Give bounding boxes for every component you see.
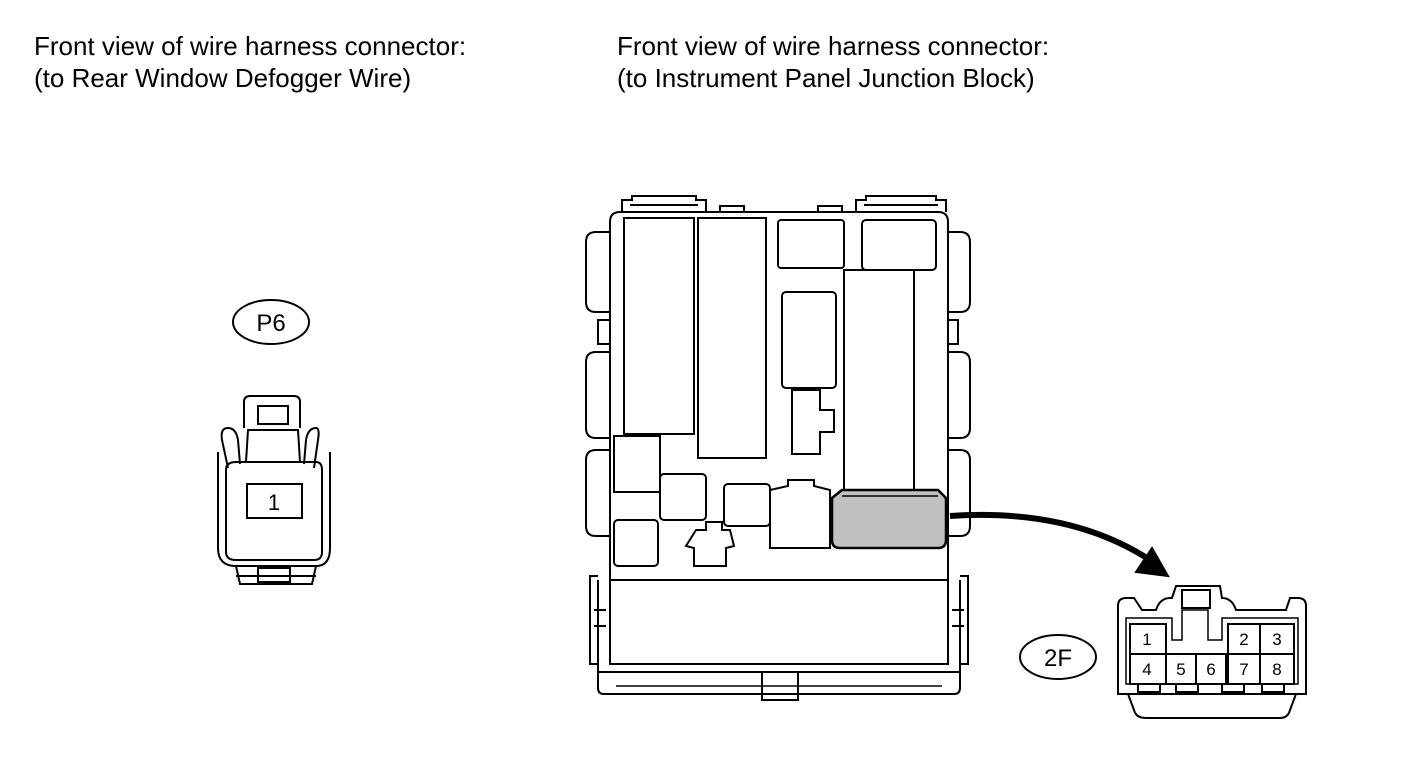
top-tab: [817, 205, 843, 212]
right-caption-line1: Front view of wire harness connector:: [617, 31, 1050, 61]
fuse-slot: [777, 219, 845, 269]
p6-label-oval: [232, 299, 310, 345]
2f-pin-7: 7: [1239, 660, 1248, 679]
top-tab: [719, 205, 745, 212]
2f-pin-8-cell: [1259, 653, 1295, 685]
connector-p6: P6 1: [217, 299, 331, 585]
2f-pin-8: 8: [1272, 660, 1281, 679]
2f-pin-6: 6: [1206, 660, 1215, 679]
relay-block: [697, 217, 767, 459]
left-caption: Front view of wire harness connector: (t…: [34, 30, 466, 94]
fuse-slot: [781, 291, 837, 389]
arrow-to-2f: [949, 511, 1170, 578]
right-caption-line2: (to Instrument Panel Junction Block): [617, 63, 1035, 93]
2f-pin-2: 2: [1239, 630, 1248, 649]
connector-2f: 2F 1 2 3 4 5 6 7 8: [1019, 585, 1307, 719]
small-socket: [613, 435, 661, 493]
fuse-slot: [861, 219, 937, 271]
junction-block: [585, 195, 971, 701]
2f-pin-4: 4: [1142, 660, 1151, 679]
p6-pin-1-cell: [246, 483, 303, 519]
2f-label: 2F: [1044, 645, 1072, 672]
2f-pin-5: 5: [1176, 660, 1185, 679]
small-socket: [659, 473, 707, 521]
2f-pin-6-cell: [1195, 653, 1227, 685]
2f-label-oval: [1019, 634, 1097, 680]
relay-block: [623, 217, 695, 435]
top-tab: [855, 195, 947, 212]
small-socket: [769, 479, 831, 549]
p6-label: P6: [256, 310, 285, 337]
small-socket: [684, 521, 736, 567]
top-tab: [621, 195, 707, 212]
2f-pin-3: 3: [1272, 630, 1281, 649]
left-caption-line1: Front view of wire harness connector:: [34, 31, 467, 61]
2f-pin-1: 1: [1142, 630, 1151, 649]
right-caption: Front view of wire harness connector: (t…: [617, 30, 1049, 94]
relay-block: [843, 269, 915, 491]
p6-pin-1: 1: [268, 490, 280, 515]
connector-2f-location: [830, 488, 948, 550]
small-socket: [723, 483, 771, 527]
fuse-slot: [791, 389, 835, 455]
2f-housing: [1117, 585, 1307, 719]
left-caption-line2: (to Rear Window Defogger Wire): [34, 63, 412, 93]
p6-housing: [217, 395, 331, 585]
small-socket: [613, 519, 659, 567]
